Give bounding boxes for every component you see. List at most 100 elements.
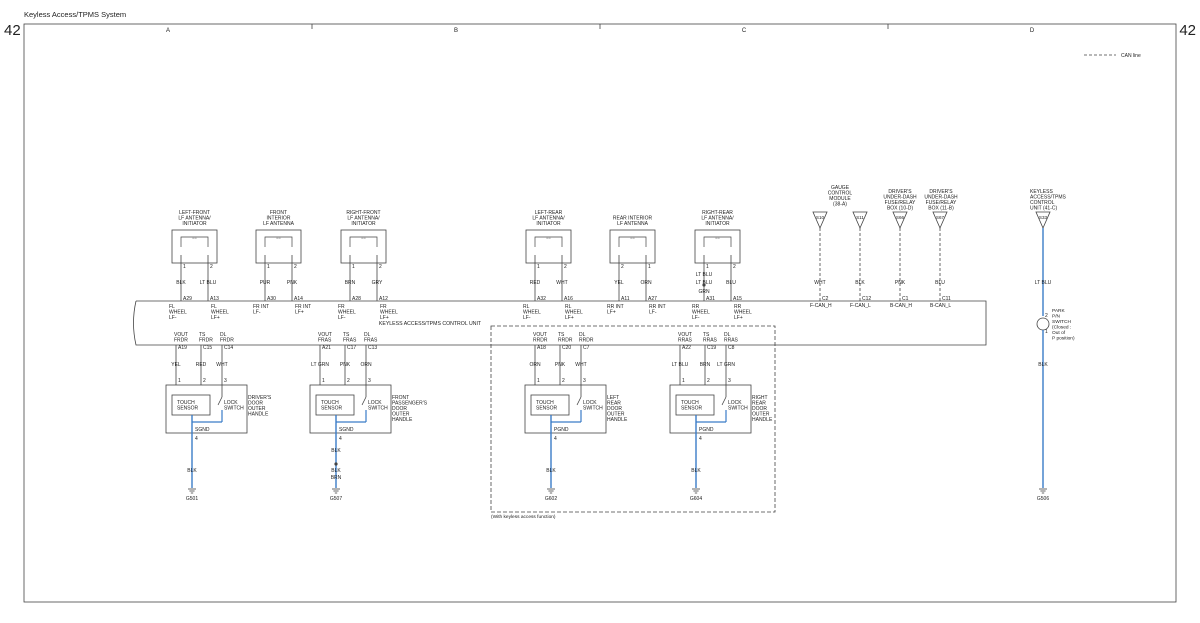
signal-name: DL [220,332,227,338]
signal-name: LF+ [211,315,220,321]
antenna-box [525,229,572,264]
signal-name: RL [565,304,572,310]
pin-number: 1 [537,378,540,384]
can-connector-ref: S11 [856,215,864,220]
can-connector-triangle [812,211,828,229]
can-module-name: UNDER-DASH [924,195,958,201]
touch-sensor-label: SENSOR [177,406,199,412]
antenna-coil [703,236,732,247]
signal-name: WHEEL [692,310,710,316]
handle-name: DOOR [392,406,407,412]
wire-color: PUR [260,280,271,286]
antenna-name: LEFT-FRONT [179,210,210,216]
lock-switch-label: LOCK [728,400,742,406]
signal-name: FRAS [364,338,378,344]
handle-box [309,384,392,434]
coil-mark: == [192,235,197,240]
signal-name: RR [692,304,700,310]
signal-name: VOUT [678,332,692,338]
ground-id: G604 [690,496,702,502]
park-switch-label: SWITCH [1052,319,1071,325]
pin-number: 1 [706,264,709,270]
handle-name: HANDLE [392,417,413,423]
signal-name: TS [343,332,350,338]
antenna-box [609,229,656,264]
pin-number: 4 [339,436,342,442]
wire-color: RED [530,280,541,286]
handle-box [669,384,752,434]
wire-color: WHT [814,280,825,286]
signal-name: FR INT [253,304,269,310]
wire-color: LT BLU [696,272,713,278]
connector-id: C13 [368,345,377,351]
signal-name: RRDR [558,338,573,344]
lock-switch-label: LOCK [583,400,597,406]
splice-point [702,283,706,287]
connector-id: A31 [706,296,715,302]
signal-name: VOUT [174,332,188,338]
handle-name: OUTER [752,412,770,418]
keyless-ref-name: ACCESS/TPMS [1030,195,1067,201]
pin-number: 4 [195,436,198,442]
signal-name: WHEEL [338,310,356,316]
connector-id: A16 [564,296,573,302]
signal-name: DL [579,332,586,338]
handle-name: REAR [607,401,621,407]
touch-sensor-label: TOUCH [536,400,554,406]
control-unit-label: KEYLESS ACCESS/TPMS CONTROL UNIT [379,321,482,327]
wire-color: LT BLU [672,362,689,368]
connector-id: A27 [648,296,657,302]
signal-name: FRAS [318,338,332,344]
antenna-name: INITIATOR [536,221,561,227]
pin-number: 1 [178,378,181,384]
signal-name: TS [703,332,710,338]
wire-color: YEL [614,280,624,286]
connector-id: A22 [682,345,691,351]
can-module-name: DRIVER'S [888,189,912,195]
column-label: B [454,28,458,34]
handle-name: DOOR [607,406,622,412]
signal-name: LF- [253,310,261,316]
can-connector-triangle [892,211,908,229]
can-module-name: GAUGE [831,185,850,191]
signal-name: FRDR [220,338,234,344]
connector-id: A12 [379,296,388,302]
pin-number: 2 [621,264,624,270]
connector-id: C7 [583,345,590,351]
ground-id: G506 [1037,496,1049,502]
pin-number: 4 [699,436,702,442]
wire-color: LT GRN [717,362,735,368]
connector-id: C19 [707,345,716,351]
connector-id: C11 [942,296,951,302]
touch-sensor-label: SENSOR [321,406,343,412]
can-connector-ref: S10 [816,215,825,220]
connector-id: C1 [902,296,909,302]
signal-name: LF+ [734,315,743,321]
signal-name: FR [338,304,345,310]
pin-number: 2 [347,378,350,384]
antenna-coil [534,236,563,247]
wire-color: BLK [176,280,186,286]
pin-number: 4 [554,436,557,442]
antenna-name: LF ANTENNA/ [532,216,565,222]
pin-number: 1 [183,264,186,270]
lock-switch-contact [576,396,582,406]
signal-name: WHEEL [734,310,752,316]
pin-number: 2 [562,378,565,384]
handle-name: HANDLE [752,417,773,423]
signal-name: B-CAN_L [930,303,951,309]
connector-id: A13 [210,296,219,302]
signal-name: WHEEL [565,310,583,316]
signal-name: LF- [338,315,346,321]
ground-id: G501 [186,496,198,502]
column-label: D [1030,28,1035,34]
wire-color: BLU [726,280,736,286]
can-module-name: CONTROL [828,191,853,197]
keyless-ref-triangle [1035,211,1051,229]
touch-sensor-label: SENSOR [681,406,703,412]
park-switch-label: Out of [1052,330,1066,336]
pin-number: 2 [707,378,710,384]
keyless-ref-name: KEYLESS [1030,189,1053,195]
connector-id: A11 [621,296,630,302]
signal-name: RRAS [703,338,718,344]
